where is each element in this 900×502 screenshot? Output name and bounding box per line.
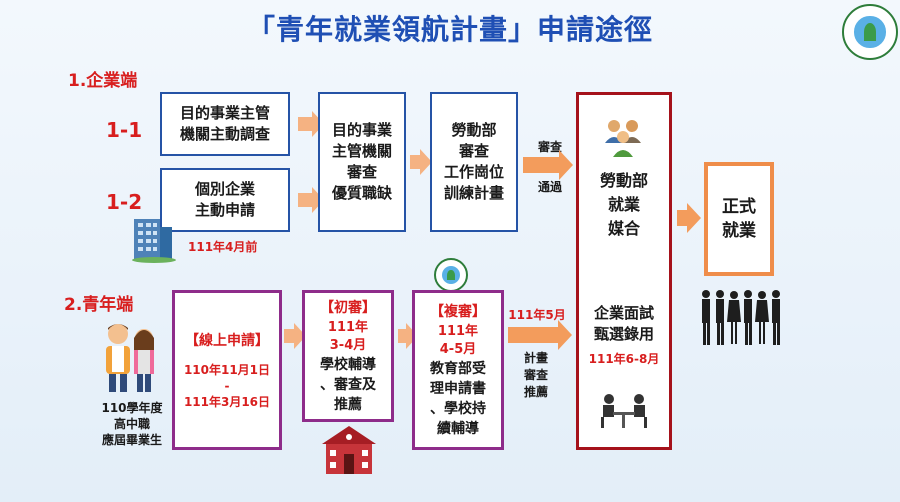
online-date-sep: -: [224, 378, 230, 393]
online-date-start: 110年11月1日: [183, 362, 271, 377]
second-body: 教育部受: [430, 360, 486, 377]
ministry-seal-icon: [434, 258, 468, 292]
arrow-icon: [677, 203, 701, 233]
school-house-icon: [322, 426, 376, 474]
box-line: 目的事業主管: [179, 104, 270, 122]
first-time: 111年: [327, 319, 369, 335]
box-employment: 正式 就業: [704, 162, 774, 276]
box-labor-review: 勞動部 審查 工作崗位 訓練計畫: [430, 92, 518, 232]
box-agency-survey: 目的事業主管 機關主動調查: [160, 92, 290, 156]
first-body: 學校輔導: [320, 356, 376, 373]
box-line: 工作崗位: [443, 163, 504, 181]
row-label-1-1: 1-1: [106, 118, 143, 142]
page-title: 「青年就業領航計畫」申請途徑: [246, 13, 653, 46]
online-title: 【線上申請】: [185, 332, 269, 349]
box-line: 目的事業: [331, 121, 392, 139]
match-line: 勞動部: [599, 171, 648, 190]
caption-line: 高中職: [113, 417, 150, 431]
box-line: 主動申請: [194, 201, 255, 219]
ministry-seal-icon: [842, 4, 898, 60]
box-line: 機關主動調查: [179, 125, 270, 143]
arrow-icon: [298, 111, 324, 137]
match-line: 媒合: [607, 219, 640, 238]
box-line: 訓練計畫: [443, 184, 504, 202]
first-body: 推薦: [334, 396, 362, 413]
box-line: 個別企業: [194, 180, 255, 198]
business-people-icon: [702, 290, 780, 345]
arrow-text-line: 推薦: [523, 385, 548, 399]
online-date-end: 111年3月16日: [183, 394, 271, 409]
interview-line: 甄選錄用: [593, 325, 654, 343]
students-icon: [106, 324, 154, 392]
result-line: 正式: [722, 197, 756, 217]
box-line: 勞動部: [451, 121, 497, 139]
interview-icon: [601, 394, 647, 428]
interview-line: 企業面試: [593, 304, 654, 322]
arrow-text-line: 計畫: [523, 351, 548, 365]
student-caption: 110學年度 高中職 應屆畢業生: [72, 400, 192, 448]
caption-line: 110學年度: [101, 401, 163, 415]
building-icon: [132, 219, 176, 263]
box-matching: 勞動部 就業 媒合 企業面試 甄選錄用 111年6-8月: [576, 92, 672, 450]
box-second-review: 【複審】 111年 4-5月 教育部受 理申請書 、學校持 續輔導: [412, 290, 504, 450]
box-online-apply: 【線上申請】 110年11月1日 - 111年3月16日: [172, 290, 282, 450]
arrow-text-line: 審查: [523, 368, 548, 382]
arrow-icon: [508, 320, 572, 350]
second-body: 續輔導: [437, 420, 479, 437]
box-agency-review: 目的事業 主管機關 審查 優質職缺: [318, 92, 406, 232]
match-line: 就業: [607, 195, 640, 214]
result-line: 就業: [722, 221, 756, 241]
youth-arrow-date: 111年5月: [508, 308, 566, 322]
box-first-review: 【初審】 111年 3-4月 學校輔導 、審查及 推薦: [302, 290, 394, 422]
arrow-icon: [284, 323, 306, 349]
box-line: 審查: [458, 142, 489, 160]
caption-line: 應屆畢業生: [101, 433, 162, 447]
first-time: 3-4月: [329, 337, 367, 353]
youth-arrow-text: 計畫 審查 推薦: [514, 350, 558, 401]
interview-date: 111年6-8月: [588, 352, 660, 366]
box-line: 主管機關: [331, 142, 392, 160]
section-enterprise: 1.企業端: [68, 71, 138, 91]
arrow-icon: [398, 323, 418, 349]
first-body: 、審查及: [320, 376, 376, 393]
second-time: 4-5月: [439, 341, 477, 357]
arrow-icon: [410, 149, 432, 175]
people-group-icon: [605, 120, 641, 157]
review-pass-bottom: 通過: [537, 180, 562, 194]
arrow-icon: [298, 187, 324, 213]
section-youth: 2.青年端: [64, 295, 134, 315]
row-label-1-2: 1-2: [106, 190, 143, 214]
second-time: 111年: [437, 323, 479, 339]
date-1-2: 111年4月前: [188, 240, 258, 254]
box-company-apply: 個別企業 主動申請: [160, 168, 290, 232]
second-body: 、學校持: [430, 400, 486, 417]
box-line: 審查: [346, 163, 377, 181]
second-title: 【複審】: [430, 303, 486, 320]
review-pass-top: 審查: [537, 140, 562, 154]
arrow-icon: [523, 150, 573, 180]
first-title: 【初審】: [320, 299, 376, 316]
box-line: 優質職缺: [331, 184, 392, 202]
second-body: 理申請書: [430, 380, 486, 397]
